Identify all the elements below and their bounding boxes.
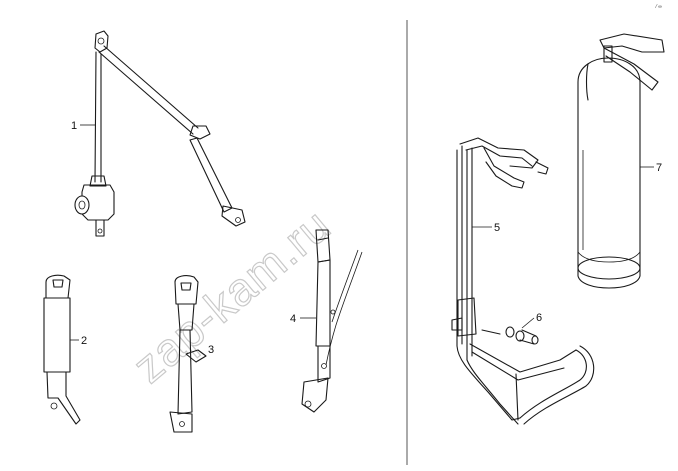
part-2-buckle-long: [43, 274, 81, 425]
part-7-extinguisher: [577, 33, 665, 289]
callout-7: 7: [656, 162, 662, 174]
part-4-stalk-cable: [301, 229, 363, 413]
callout-6: 6: [536, 312, 542, 324]
part-1-seat-belt: [74, 30, 246, 237]
callout-3: 3: [208, 344, 214, 356]
corner-mark: ⁄ ∞: [654, 4, 662, 10]
watermark-text: zap-kam.ru: [123, 199, 340, 393]
part-3-buckle-short: [169, 275, 207, 433]
part-5-bracket: [451, 137, 595, 425]
watermark: zap-kam.ru: [122, 198, 341, 393]
part-6-bolt-nuts: [481, 326, 539, 345]
callout-5: 5: [494, 222, 500, 234]
callout-1: 1: [71, 120, 77, 132]
callout-4: 4: [290, 313, 296, 325]
callout-2: 2: [81, 335, 87, 347]
